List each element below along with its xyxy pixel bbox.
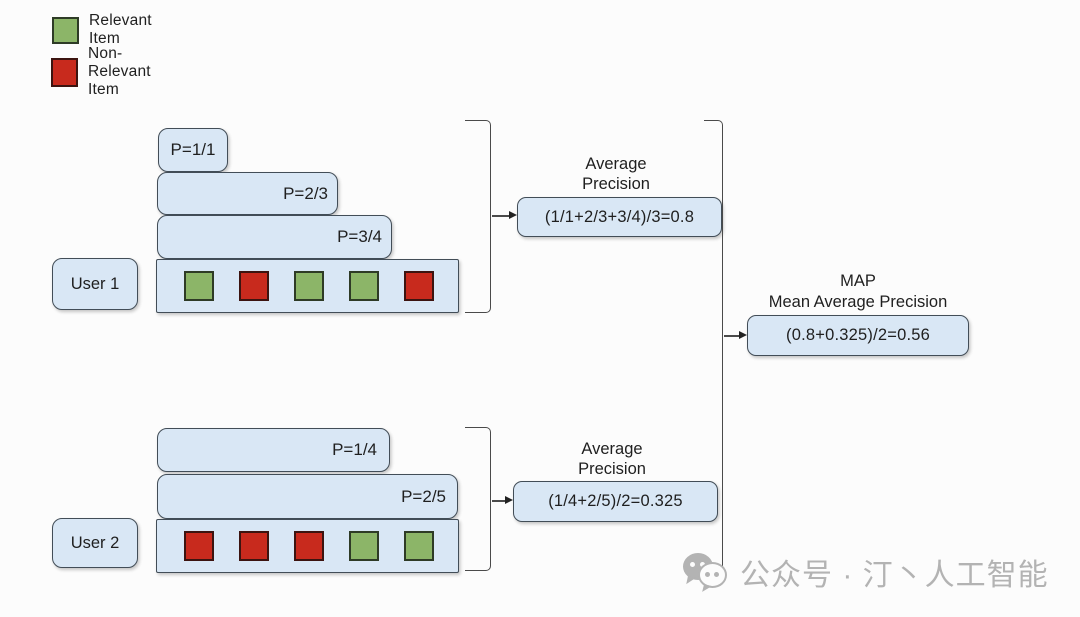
wechat-icon — [682, 549, 734, 595]
legend-item-non-relevant: Non- Relevant Item — [51, 45, 151, 99]
non-relevant-item-square — [239, 271, 269, 301]
non-relevant-item-square — [184, 531, 214, 561]
map-bracket — [704, 120, 723, 573]
ap1-title-line2: Precision — [582, 175, 650, 193]
user1-precision-step-3: P=3/4 — [157, 215, 392, 259]
map-title: MAP — [840, 272, 876, 290]
non-relevant-item-swatch — [51, 57, 78, 87]
arrowhead-ap2-icon — [505, 496, 513, 504]
non-relevant-item-square — [404, 271, 434, 301]
user2-precision-step-2: P=2/5 — [157, 474, 458, 519]
relevant-item-square — [349, 271, 379, 301]
ap1-title-line1: Average — [585, 155, 647, 173]
relevant-item-square — [294, 271, 324, 301]
map-formula: (0.8+0.325)/2=0.56 — [747, 315, 969, 356]
watermark-text: 公众号 · 汀丶人工智能 — [740, 559, 1049, 592]
ap1-formula: (1/1+2/3+3/4)/3=0.8 — [517, 197, 722, 237]
ap1-title: Average Precision — [543, 154, 689, 194]
legend-item-relevant: Relevant Item — [52, 12, 152, 48]
map-title-block: MAP Mean Average Precision — [741, 271, 975, 313]
user2-bracket — [465, 427, 491, 571]
non-relevant-item-square — [239, 531, 269, 561]
ap2-title-line1: Average — [581, 440, 643, 458]
legend-label-non-relevant: Non- Relevant Item — [88, 45, 151, 98]
legend-label-relevant: Relevant Item — [89, 12, 152, 47]
user1-precision-step-2: P=2/3 — [157, 172, 338, 215]
arrow-to-ap1 — [492, 215, 511, 217]
user2-label: User 2 — [52, 518, 138, 568]
arrow-to-ap2 — [492, 500, 507, 502]
ap2-title-line2: Precision — [578, 460, 646, 478]
watermark: 公众号 · 汀丶人工智能 — [682, 549, 1049, 595]
non-relevant-item-square — [294, 531, 324, 561]
ap2-title: Average Precision — [539, 439, 685, 479]
relevant-item-swatch — [52, 16, 79, 44]
relevant-item-square — [404, 531, 434, 561]
relevant-item-square — [349, 531, 379, 561]
user1-items-row — [156, 259, 459, 313]
arrow-to-map — [724, 335, 740, 337]
ap2-formula: (1/4+2/5)/2=0.325 — [513, 481, 718, 522]
map-subtitle: Mean Average Precision — [768, 293, 948, 311]
arrowhead-ap1-icon — [509, 211, 517, 219]
user1-label: User 1 — [52, 258, 138, 310]
relevant-item-square — [184, 271, 214, 301]
arrowhead-map-icon — [739, 331, 747, 339]
user1-bracket — [465, 120, 491, 313]
wechat-bubble-front-icon — [698, 562, 727, 588]
user2-precision-step-1: P=1/4 — [157, 428, 390, 472]
user2-items-row — [156, 519, 459, 573]
user1-precision-step-1: P=1/1 — [158, 128, 228, 172]
